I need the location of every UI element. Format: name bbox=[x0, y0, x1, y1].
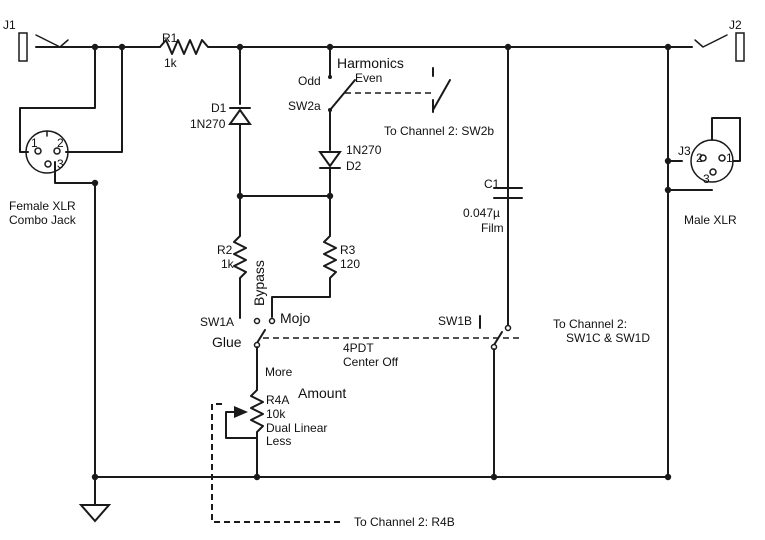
r4a-potentiometer bbox=[225, 367, 264, 478]
label-r4a-type: Dual Linear bbox=[266, 421, 327, 435]
label-4pdt: 4PDT bbox=[343, 341, 374, 355]
sw1a-switch bbox=[253, 329, 520, 369]
label-mojo: Mojo bbox=[280, 310, 311, 326]
label-male-pin3: 3 bbox=[703, 172, 710, 186]
label-r4a-value: 10k bbox=[266, 407, 286, 421]
male-xlr-connector bbox=[690, 139, 734, 183]
male-xlr-wiring bbox=[667, 46, 741, 478]
label-harmonics: Harmonics bbox=[337, 55, 404, 71]
j1-input-jack bbox=[18, 32, 81, 62]
label-to-sw1c-line1: To Channel 2: bbox=[553, 317, 627, 331]
label-j3: J3 bbox=[678, 144, 691, 158]
d1-diode bbox=[228, 46, 252, 197]
r1-resistor bbox=[159, 39, 213, 55]
label-r4a-name: R4A bbox=[266, 393, 289, 407]
label-female-pin3: 3 bbox=[57, 157, 64, 171]
junction-dots bbox=[91, 43, 672, 481]
label-r2-value: 1k bbox=[221, 257, 235, 271]
label-female-pin1: 1 bbox=[31, 136, 38, 150]
label-sw1b: SW1B bbox=[438, 314, 472, 328]
label-to-r4b: To Channel 2: R4B bbox=[354, 515, 455, 529]
label-to-sw2b: To Channel 2: SW2b bbox=[384, 124, 494, 138]
label-female-line1: Female XLR bbox=[9, 199, 76, 213]
label-glue: Glue bbox=[212, 334, 242, 350]
label-female-pin2: 2 bbox=[57, 136, 64, 150]
label-c1-name: C1 bbox=[484, 177, 500, 191]
label-d2-value: 1N270 bbox=[346, 143, 382, 157]
diode-junction-wire bbox=[239, 195, 331, 229]
label-d2-name: D2 bbox=[346, 159, 362, 173]
label-to-sw1c-line2: SW1C & SW1D bbox=[566, 331, 650, 345]
label-d1-value: 1N270 bbox=[190, 117, 226, 131]
label-j2: J2 bbox=[729, 18, 742, 32]
label-amount: Amount bbox=[298, 385, 346, 401]
label-r3-name: R3 bbox=[340, 243, 356, 257]
label-sw1a: SW1A bbox=[200, 315, 234, 329]
label-r2-name: R2 bbox=[217, 243, 233, 257]
label-c1-type: Film bbox=[481, 221, 504, 235]
female-xlr-connector bbox=[25, 130, 69, 174]
label-male-pin1: 1 bbox=[726, 151, 733, 165]
label-r3-value: 120 bbox=[340, 257, 360, 271]
sw2a-switch bbox=[328, 46, 451, 151]
label-male-pin2: 2 bbox=[696, 151, 703, 165]
r4b-link-dashed bbox=[211, 403, 340, 523]
label-j1: J1 bbox=[3, 18, 16, 32]
label-even: Even bbox=[355, 71, 382, 85]
label-center-off: Center Off bbox=[343, 355, 399, 369]
d2-diode bbox=[318, 151, 342, 197]
label-r1-name: R1 bbox=[162, 31, 178, 45]
label-more: More bbox=[265, 365, 293, 379]
r2-resistor bbox=[233, 227, 261, 325]
j2-output-jack bbox=[683, 32, 745, 62]
label-r1-value: 1k bbox=[164, 56, 178, 70]
label-female-line2: Combo Jack bbox=[9, 213, 77, 227]
label-d1-name: D1 bbox=[211, 101, 227, 115]
labels: J1 J2 J3 R1 1k D1 1N270 Harmonics Odd Ev… bbox=[3, 18, 742, 529]
c1-capacitor bbox=[493, 46, 523, 326]
label-bypass: Bypass bbox=[251, 260, 267, 306]
label-less: Less bbox=[266, 434, 291, 448]
label-sw2a: SW2a bbox=[288, 99, 321, 113]
label-male-xlr: Male XLR bbox=[684, 213, 737, 227]
label-odd: Odd bbox=[298, 74, 321, 88]
female-xlr-wiring bbox=[19, 46, 123, 506]
label-c1-value: 0.047µ bbox=[463, 206, 500, 220]
r3-resistor bbox=[268, 227, 337, 325]
ground-symbol bbox=[78, 504, 112, 523]
